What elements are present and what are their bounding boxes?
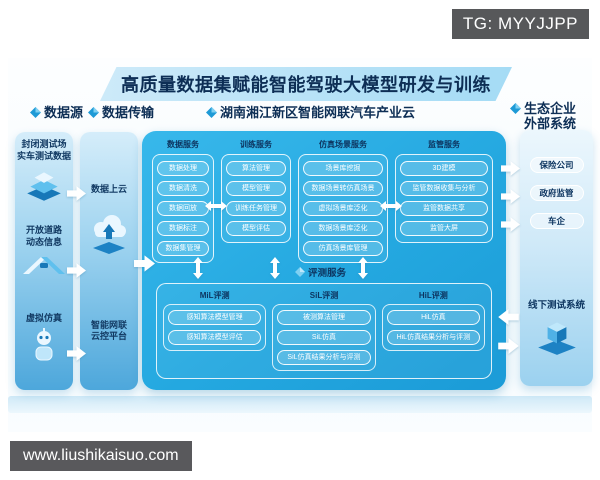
evaluation-subbox: 被测算法管理 SiL仿真 SiL仿真结果分析与评测: [272, 304, 376, 371]
arrow-right-icon: [498, 338, 519, 354]
watermark-telegram: TG: MYYJJPP: [451, 9, 589, 39]
service-group-training: 训练服务 算法管理 模型管理 训练任务管理 模型评估: [221, 139, 291, 263]
evaluation-box: MiL评测 感知算法模型管理 感知算法模型评估 SiL评测 被测算法管理 SiL…: [156, 283, 492, 379]
evaluation-subbox: 感知算法模型管理 感知算法模型评估: [163, 304, 267, 351]
service-pill: 数据标注: [157, 221, 209, 236]
closed-test-field-label: 封闭测试场 实车测试数据: [16, 139, 71, 161]
service-pill: 数据处理: [157, 161, 209, 176]
service-box: 3D建模 监管数据收集与分析 监管数据共享 监管大屏: [395, 154, 493, 243]
infographic-diagram: 高质量数据集赋能智能驾驶大模型研发与训练 数据源 数据传输 湖南湘江新区智能网联…: [8, 58, 593, 432]
title-banner: 高质量数据集赋能智能驾驶大模型研发与训练: [100, 67, 512, 101]
double-arrow-icon: [204, 200, 228, 212]
service-group-supervision: 监管服务 3D建模 监管数据收集与分析 监管数据共享 监管大屏: [395, 139, 493, 263]
automaker-pill: 车企: [529, 213, 584, 229]
service-pill: 数据场景转仿真场景: [303, 181, 383, 196]
virtual-simulation-label: 虚拟仿真: [25, 312, 62, 323]
service-box: 算法管理 模型管理 训练任务管理 模型评估: [221, 154, 291, 243]
arrow-right-icon: [67, 186, 86, 201]
service-pill: 虚拟场景库泛化: [303, 201, 383, 216]
service-pill: 训练任务管理: [226, 201, 286, 216]
panel-ecosystem: 保险公司 政府监管 车企 线下测试系统: [520, 130, 593, 386]
service-box: 数据处理 数据清洗 数据回放 数据标注 数据集管理: [152, 154, 214, 263]
panel-data-transmission: 数据上云 智能网联 云控平台: [80, 132, 138, 390]
mil-group: MiL评测 感知算法模型管理 感知算法模型评估: [163, 288, 267, 374]
hil-group: HiL评测 HiL仿真 HiL仿真结果分析与评测: [381, 288, 485, 374]
service-box: 场景库挖掘 数据场景转仿真场景 虚拟场景库泛化 数据场景库泛化 仿真场景库管理: [298, 154, 388, 263]
arrow-right-icon: [67, 346, 86, 361]
government-pill: 政府监管: [529, 185, 584, 201]
service-pill: 监管数据共享: [400, 201, 488, 216]
arrow-right-icon: [67, 263, 86, 278]
evaluation-pill: 感知算法模型管理: [168, 310, 262, 325]
panel-data-source: 封闭测试场 实车测试数据 开放道路 动态信息 虚拟仿真: [15, 132, 73, 390]
diamond-icon: [510, 103, 521, 114]
evaluation-pill: HiL仿真结果分析与评测: [386, 330, 480, 345]
service-group-data: 数据服务 数据处理 数据清洗 数据回放 数据标注 数据集管理: [152, 139, 214, 263]
robot-icon: [35, 328, 53, 361]
cube-stack-icon: [537, 322, 576, 355]
evaluation-pill: 被测算法管理: [277, 310, 371, 325]
service-pill: 模型管理: [226, 181, 286, 196]
evaluation-pill: HiL仿真: [386, 310, 480, 325]
evaluation-subbox: HiL仿真 HiL仿真结果分析与评测: [381, 304, 485, 351]
evaluation-pill: SiL仿真结果分析与评测: [277, 350, 371, 365]
service-pill: 监管数据收集与分析: [400, 181, 488, 196]
diamond-icon: [30, 107, 41, 118]
service-pill: 场景库挖掘: [303, 161, 383, 176]
vertical-double-arrow-icon: [357, 255, 369, 281]
cloud-control-platform-label: 智能网联 云控平台: [90, 319, 127, 342]
open-road-label: 开放道路 动态信息: [25, 225, 62, 248]
data-stack-icon: [27, 172, 61, 202]
watermark-url: www.liushikaisuo.com: [10, 441, 192, 471]
service-pill: 仿真场景库管理: [303, 241, 383, 256]
arrow-right-icon: [501, 189, 520, 204]
service-pill: 数据清洗: [157, 181, 209, 196]
offline-test-system-label: 线下测试系统: [527, 300, 585, 311]
service-pill: 算法管理: [226, 161, 286, 176]
double-arrow-icon: [379, 200, 403, 212]
arrow-right-icon: [134, 255, 155, 272]
service-pill: 数据集管理: [157, 241, 209, 256]
header-data-source: 数据源: [30, 105, 83, 121]
floor-strip: [8, 396, 592, 413]
service-pill: 数据场景库泛化: [303, 221, 383, 236]
panel-industry-cloud: 数据服务 数据处理 数据清洗 数据回放 数据标注 数据集管理 训练服务 算法管理…: [142, 131, 506, 390]
header-data-transmission: 数据传输: [88, 105, 154, 121]
vertical-double-arrow-icon: [192, 255, 204, 281]
data-to-cloud-label: 数据上云: [90, 184, 127, 194]
diamond-icon: [88, 107, 99, 118]
arrow-left-icon: [498, 309, 519, 325]
service-group-simulation: 仿真场景服务 场景库挖掘 数据场景转仿真场景 虚拟场景库泛化 数据场景库泛化 仿…: [298, 139, 388, 263]
header-ecosystem: 生态企业 外部系统: [510, 101, 576, 131]
service-groups-row: 数据服务 数据处理 数据清洗 数据回放 数据标注 数据集管理 训练服务 算法管理…: [152, 139, 493, 263]
vertical-double-arrow-icon: [269, 255, 281, 281]
service-pill: 模型评估: [226, 221, 286, 236]
evaluation-pill: 感知算法模型评估: [168, 330, 262, 345]
sil-group: SiL评测 被测算法管理 SiL仿真 SiL仿真结果分析与评测: [272, 288, 376, 374]
arrow-right-icon: [501, 161, 520, 176]
insurance-pill: 保险公司: [529, 157, 584, 173]
cloud-upload-icon: [93, 214, 126, 254]
diamond-icon: [206, 107, 217, 118]
arrow-right-icon: [501, 217, 520, 232]
service-pill: 监管大屏: [400, 221, 488, 236]
header-industry-cloud: 湖南湘江新区智能网联汽车产业云: [206, 105, 415, 121]
service-pill: 数据回放: [157, 201, 209, 216]
page-title: 高质量数据集赋能智能驾驶大模型研发与训练: [121, 75, 491, 95]
evaluation-header: 评测服务: [295, 265, 346, 279]
service-pill: 3D建模: [400, 161, 488, 176]
evaluation-pill: SiL仿真: [277, 330, 371, 345]
diamond-icon: [295, 267, 305, 277]
road-traffic-icon: [23, 256, 65, 274]
